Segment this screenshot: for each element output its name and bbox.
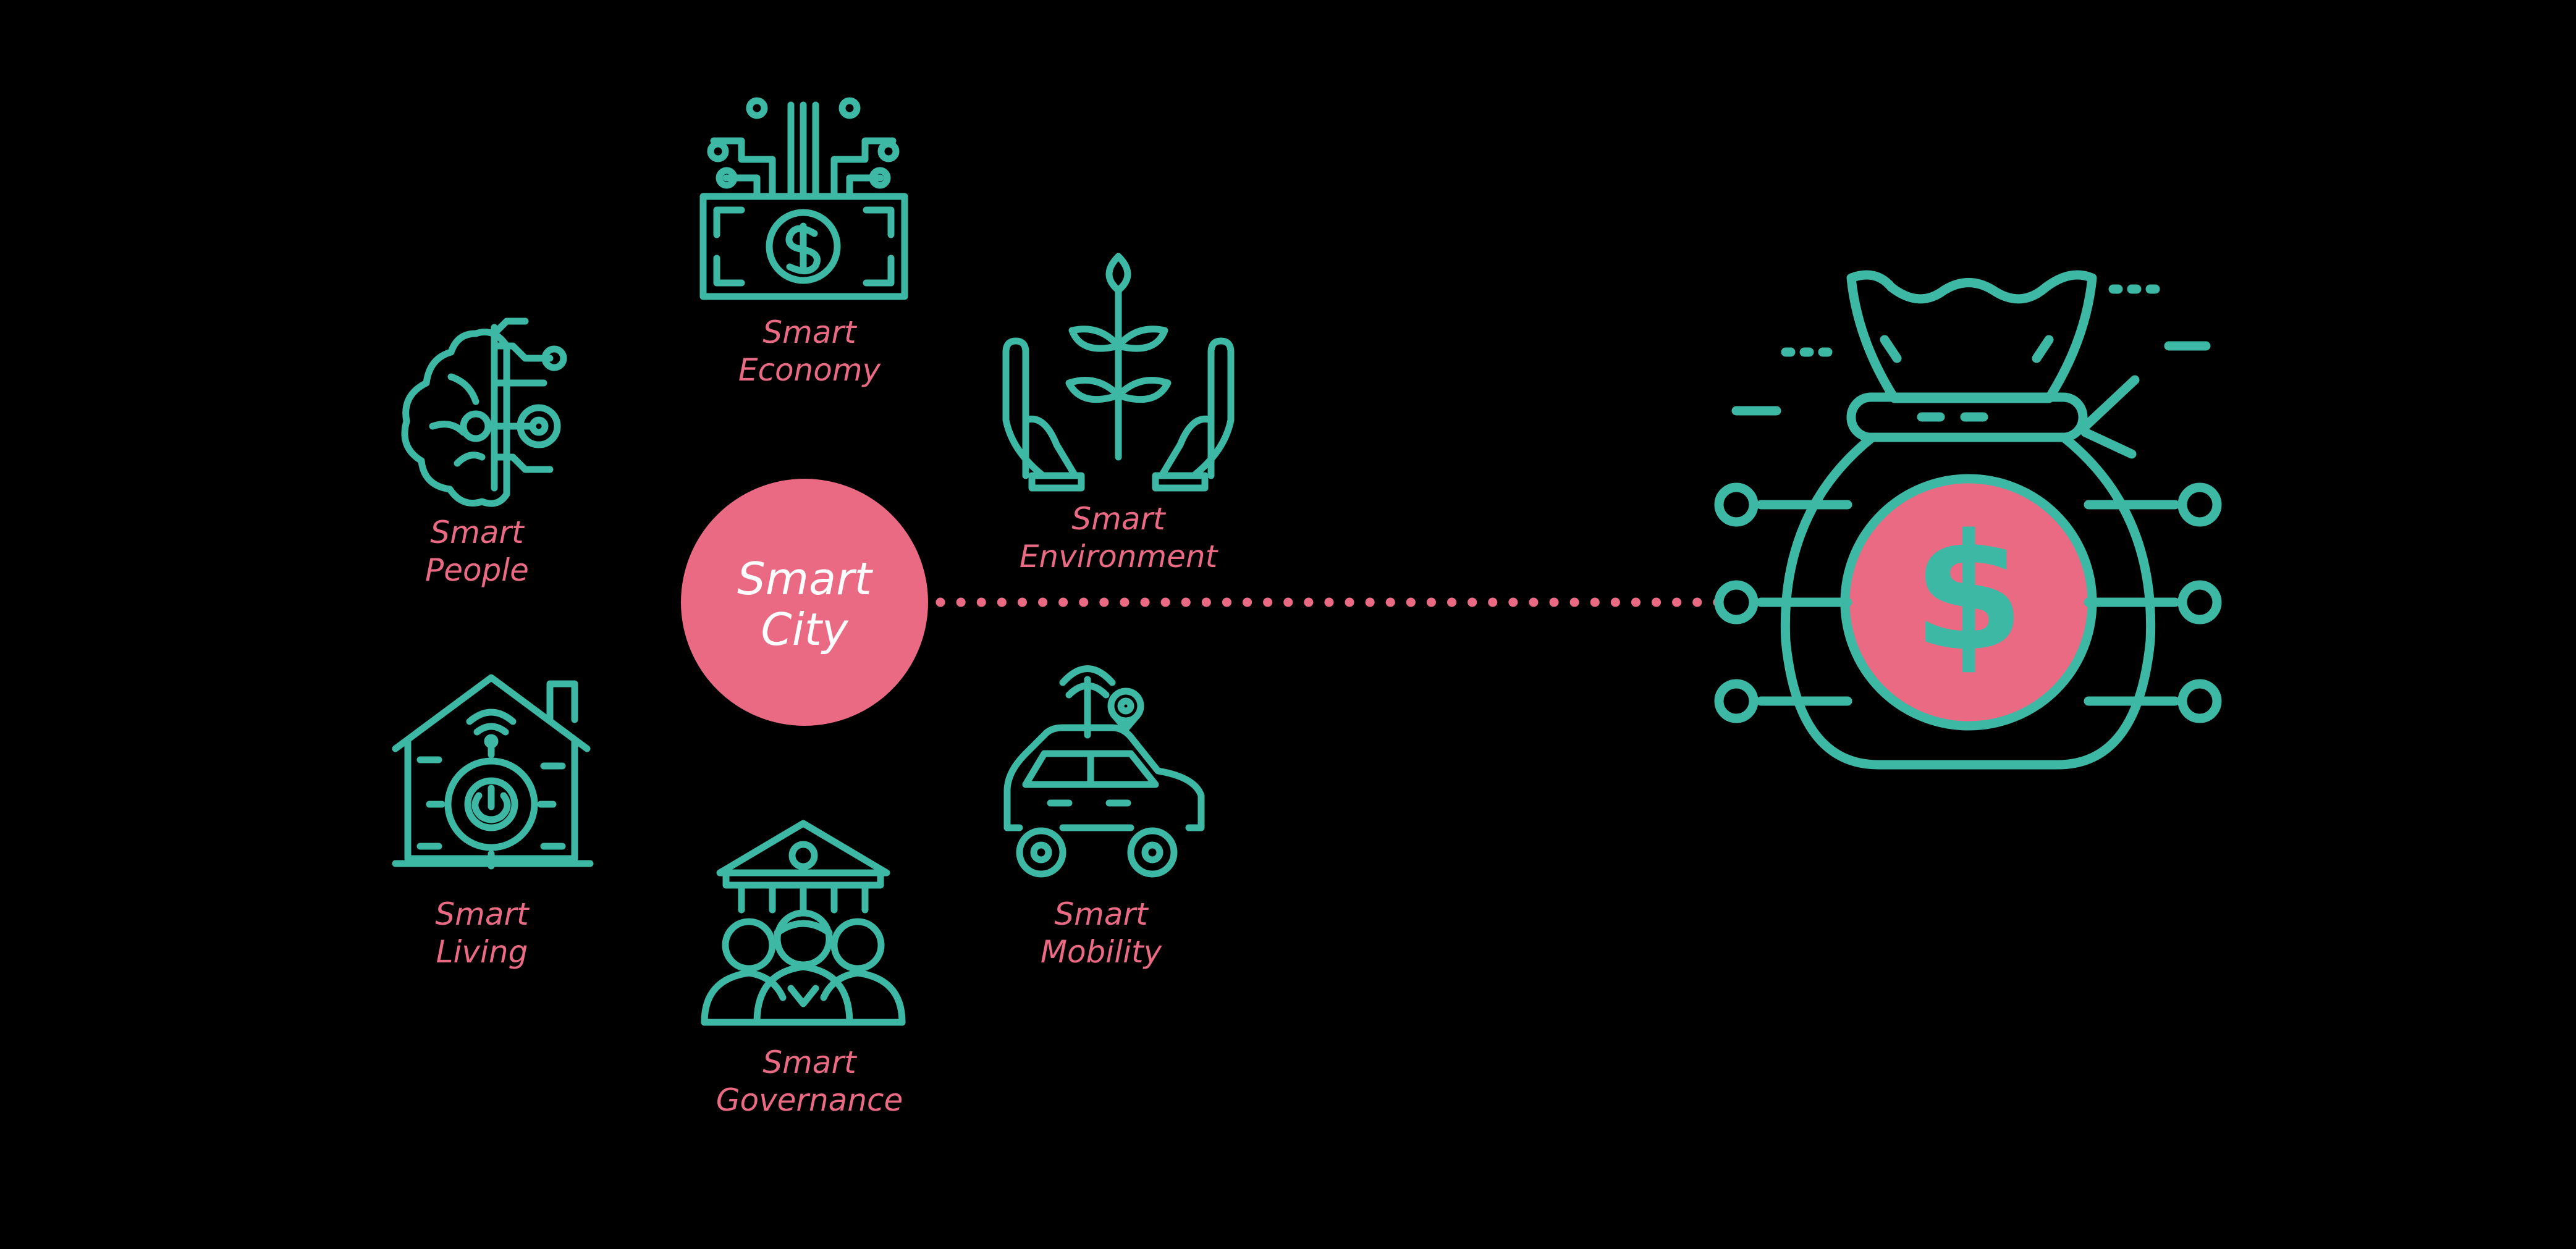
- node-label-environment: Smart Environment: [1019, 501, 1218, 574]
- node-label-mobility: Smart Mobility: [1040, 896, 1162, 970]
- node-label-living: Smart Living: [435, 896, 529, 970]
- digital-banknote-icon: [699, 97, 908, 300]
- smart-home-gear-icon: [392, 674, 594, 870]
- money-bag-dollar-symbol: $: [1913, 500, 2025, 687]
- hub-circle: [681, 479, 928, 726]
- node-label-economy: Smart Economy: [738, 314, 881, 388]
- money-bag-dollar-icon: [1714, 270, 2222, 770]
- hub-label: Smart City: [737, 553, 872, 655]
- hub-label-line2: City: [761, 603, 848, 655]
- brain-circuit-icon: [401, 318, 567, 507]
- hands-holding-plant-icon: [1002, 253, 1235, 492]
- node-label-people: Smart People: [425, 515, 529, 588]
- hub-label-line1: Smart: [737, 553, 872, 605]
- government-building-people-icon: [701, 820, 906, 1026]
- node-label-governance: Smart Governance: [716, 1045, 903, 1118]
- connected-car-icon: [1003, 665, 1205, 878]
